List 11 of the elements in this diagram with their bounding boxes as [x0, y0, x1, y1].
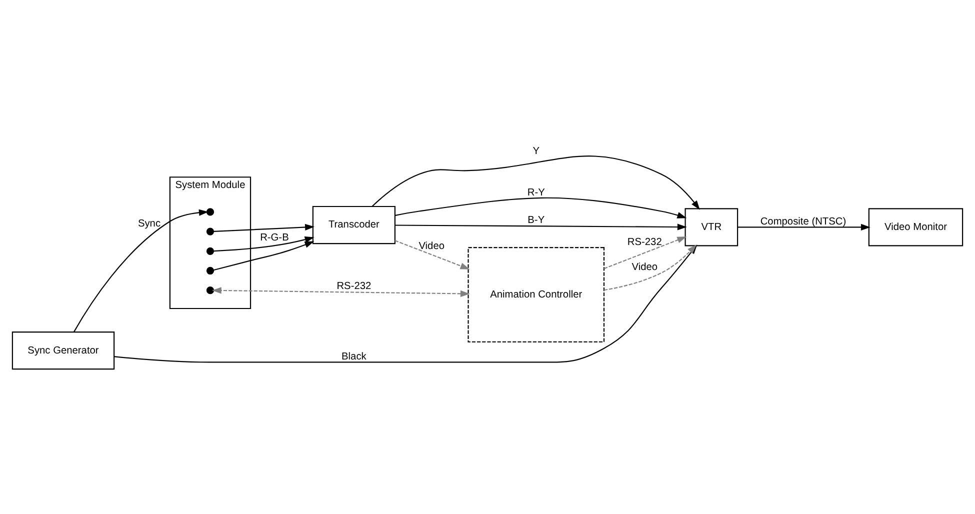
edge-label: Black: [342, 350, 366, 362]
edge-label: R-Y: [527, 186, 545, 198]
edge-label: Video: [418, 240, 445, 252]
edge-label: B-Y: [528, 214, 545, 226]
edge-label: Y: [532, 146, 540, 157]
edge-label: RS-232: [627, 236, 662, 248]
edge-label: Video: [632, 262, 658, 273]
edge-label: Composite (NTSC): [760, 216, 846, 227]
edge-label: RS-232: [336, 280, 372, 292]
edge-label: Sync: [138, 218, 161, 230]
edge-label: R-G-B: [260, 232, 289, 243]
